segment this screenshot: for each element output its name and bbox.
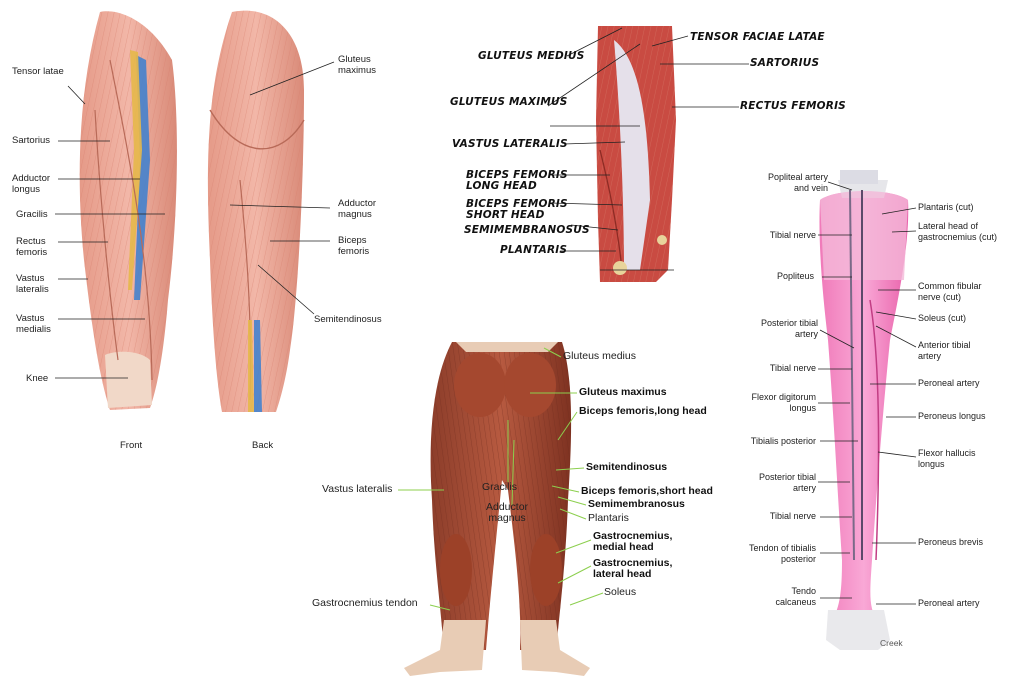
label-posterior-tibial-artery-1: Posterior tibial artery — [760, 318, 818, 339]
label-biceps-long-head: BICEPS FEMORIS LONG HEAD — [466, 169, 568, 192]
label-vastus-lateralis: VASTUS LATERALIS — [452, 138, 568, 150]
label-gastrocnemius-tendon: Gastrocnemius tendon — [312, 597, 418, 609]
caption-back: Back — [252, 440, 274, 451]
label-rectus-femoris: RECTUS FEMORIS — [740, 100, 846, 112]
label-semitendinosus: Semitendinosus — [314, 314, 382, 325]
label-soleus: Soleus — [604, 586, 637, 598]
label-posterior-tibial-artery-2: Posterior tibial artery — [758, 472, 816, 493]
label-vastus-lateralis: Vastus lateralis — [16, 273, 49, 295]
label-flexor-hallucis-longus: Flexor hallucis longus — [918, 448, 976, 469]
label-adductor-longus: Adductor longus — [12, 173, 51, 195]
front-thigh-drawing — [79, 11, 177, 410]
label-tibial-nerve-2: Tibial nerve — [769, 363, 816, 373]
label-biceps-femoris: Biceps femoris — [338, 235, 370, 257]
label-sartorius: SARTORIUS — [750, 57, 820, 69]
leader-lines-green — [398, 347, 604, 611]
label-flexor-digitorum-longus: Flexor digitorum longus — [751, 392, 816, 413]
label-adductor-magnus: Adductor magnus — [486, 501, 529, 524]
label-peroneus-longus: Peroneus longus — [918, 411, 986, 421]
label-rectus-femoris: Rectus femoris — [16, 236, 48, 258]
label-gracilis: Gracilis — [16, 209, 48, 220]
label-biceps-long-head: Biceps femoris,long head — [579, 405, 707, 417]
label-semitendinosus: Semitendinosus — [586, 461, 668, 473]
label-anterior-tibial-artery: Anterior tibial artery — [918, 340, 971, 361]
label-common-fibular-nerve: Common fibular nerve (cut) — [918, 281, 982, 302]
label-gluteus-medius: Gluteus medius — [563, 350, 636, 362]
label-tensor-fasciae-latae: TENSOR FACIAE LATAE — [690, 31, 825, 43]
label-tibial-nerve-1: Tibial nerve — [769, 230, 816, 240]
label-biceps-short-head: Biceps femoris,short head — [581, 485, 713, 497]
label-tendo-calcaneus: Tendo calcaneus — [775, 586, 816, 607]
leader-lines — [55, 27, 917, 605]
label-gluteus-medius: GLUTEUS MEDIUS — [478, 50, 585, 62]
back-thigh-drawing — [207, 10, 305, 413]
label-gastrocnemius-medial-head: Gastrocnemius, medial head — [593, 530, 673, 553]
label-tendon-tibialis-posterior: Tendon of tibialis posterior — [748, 543, 816, 564]
artist-signature: Creek — [880, 638, 903, 648]
caption-front: Front — [120, 440, 143, 451]
deep-posterior-leg-drawing — [819, 170, 909, 650]
label-vastus-lateralis: Vastus lateralis — [322, 483, 393, 495]
label-semimembranosus: SEMIMEMBRANOSUS — [464, 224, 590, 236]
label-sartorius: Sartorius — [12, 135, 51, 146]
label-gracilis: Gracilis — [482, 481, 518, 493]
label-vastus-medialis: Vastus medialis — [16, 313, 51, 335]
label-plantaris: Plantaris — [588, 512, 629, 524]
label-popliteus: Popliteus — [776, 271, 814, 281]
label-tibialis-posterior: Tibialis posterior — [750, 436, 816, 446]
label-peroneal-artery-2: Peroneal artery — [918, 598, 980, 608]
label-plantaris: PLANTARIS — [500, 244, 568, 256]
lateral-thigh-drawing — [596, 26, 676, 282]
label-popliteal-artery-vein: Popliteal artery and vein — [767, 172, 828, 193]
label-adductor-magnus: Adductor magnus — [338, 198, 377, 220]
label-knee: Knee — [26, 373, 49, 384]
label-plantaris-cut: Plantaris (cut) — [918, 202, 974, 212]
label-peroneal-artery-1: Peroneal artery — [918, 378, 980, 388]
label-peroneus-brevis: Peroneus brevis — [918, 537, 984, 547]
label-tensor-latae: Tensor latae — [12, 66, 64, 77]
posterior-legs-drawing — [404, 342, 590, 676]
label-gastrocnemius-lateral-head: Gastrocnemius, lateral head — [593, 557, 673, 580]
label-biceps-short-head: BICEPS FEMORIS SHORT HEAD — [466, 198, 568, 221]
label-semimembranosus: Semimembranosus — [588, 498, 685, 510]
label-soleus-cut: Soleus (cut) — [918, 313, 967, 323]
label-gluteus-maximus: Gluteus maximus — [579, 386, 667, 398]
label-tibial-nerve-3: Tibial nerve — [769, 511, 816, 521]
label-lateral-head-gastrocnemius: Lateral head of gastrocnemius (cut) — [918, 221, 998, 242]
label-gluteus-maximus: GLUTEUS MAXIMUS — [450, 96, 568, 108]
label-gluteus-maximus: Gluteus maximus — [338, 54, 377, 76]
